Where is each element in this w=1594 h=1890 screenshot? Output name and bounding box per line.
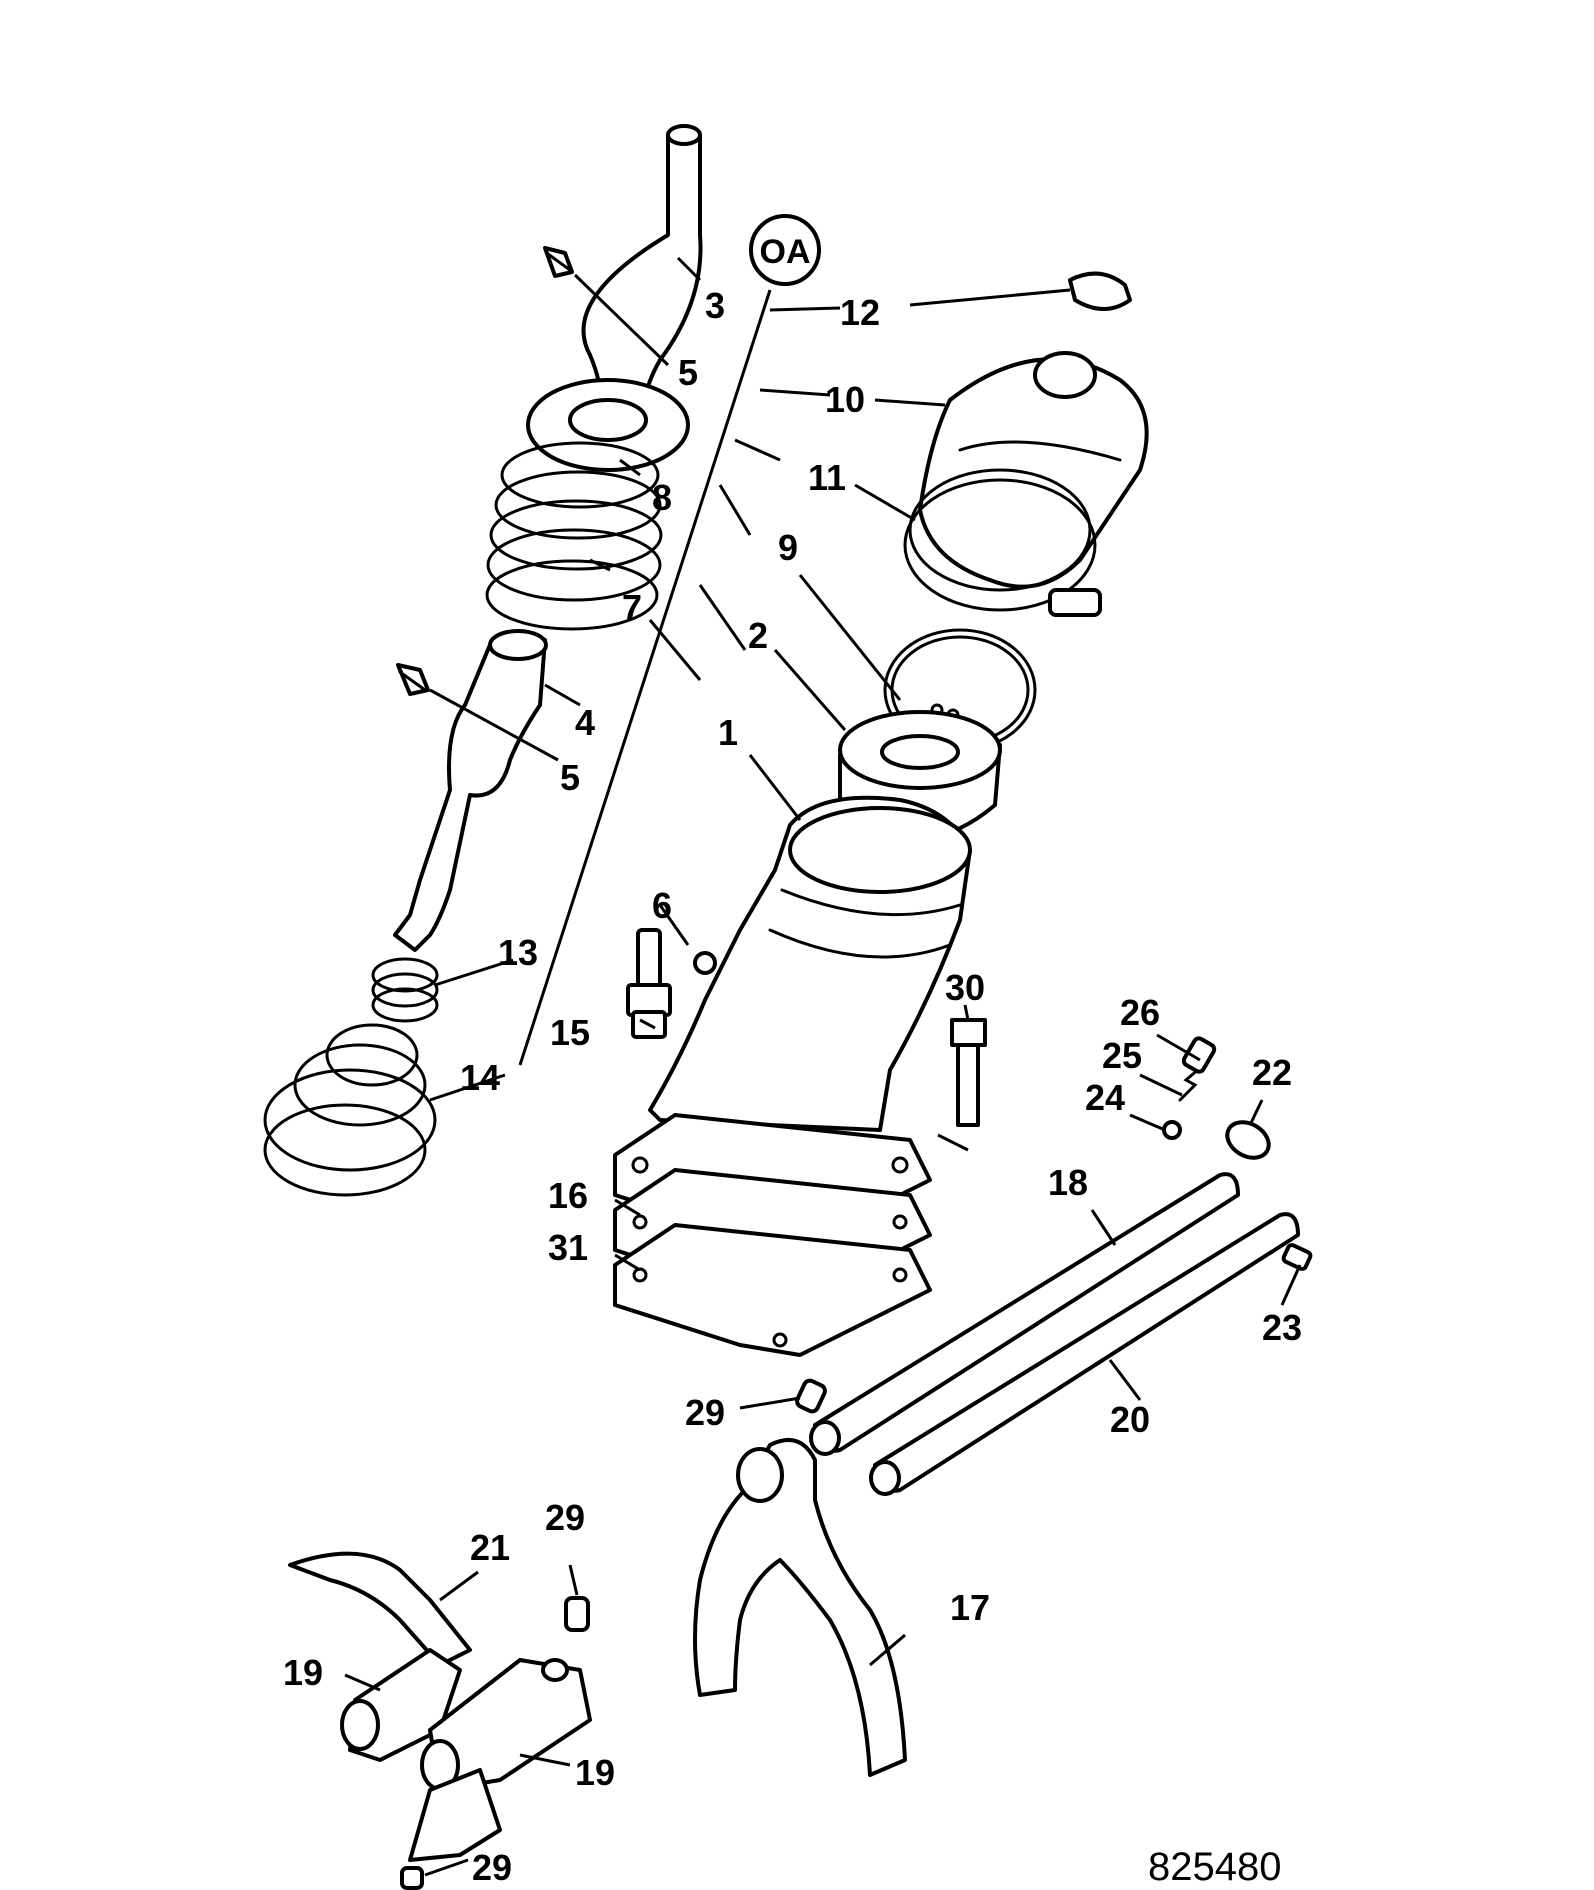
part-20-shaft: [869, 1212, 1300, 1496]
callout-29-middle: 29: [545, 1497, 585, 1538]
part-4-lower-lever: [393, 629, 548, 952]
part-31-gasket: [613, 1223, 932, 1357]
callout-14: 14: [460, 1057, 500, 1098]
part-2-bushing: [838, 710, 1002, 843]
callout-5-upper: 5: [678, 352, 698, 393]
part-19-block-right: [420, 1658, 592, 1792]
oa-badge: OA: [749, 214, 821, 286]
callout-11: 11: [808, 457, 846, 498]
callout-12: 12: [840, 292, 880, 333]
part-8-washer: [526, 378, 690, 472]
oa-badge-text: OA: [760, 233, 811, 271]
part-21-fork: [288, 1551, 472, 1667]
callout-30: 30: [945, 967, 985, 1008]
part-10-boot: [918, 351, 1149, 589]
callout-23: 23: [1262, 1307, 1302, 1348]
callout-17: 17: [950, 1587, 990, 1628]
part-29-screw-b: [564, 1596, 590, 1632]
part-6-ball: [693, 951, 717, 975]
callout-31: 31: [548, 1227, 588, 1268]
part-17-fork: [693, 1438, 907, 1777]
part-7-spring: [485, 441, 663, 631]
callout-26: 26: [1120, 992, 1160, 1033]
callout-6: 6: [652, 885, 672, 926]
callout-3: 3: [705, 285, 725, 326]
callout-15: 15: [550, 1012, 590, 1053]
callout-13: 13: [498, 932, 538, 973]
diagram-reference-number: 825480: [1148, 1845, 1281, 1889]
callout-9: 9: [778, 527, 798, 568]
part-12-clip: [1068, 271, 1132, 311]
part-14-large-spring: [263, 1023, 437, 1197]
part-19-tail: [408, 1768, 502, 1862]
callout-22: 22: [1252, 1052, 1292, 1093]
part-11-clamp: [903, 468, 1102, 617]
callout-18: 18: [1048, 1162, 1088, 1203]
part-23-plug: [1281, 1243, 1313, 1271]
part-24-ball: [1162, 1120, 1182, 1140]
callout-24: 24: [1085, 1077, 1125, 1118]
callout-10: 10: [825, 379, 865, 420]
part-13-small-spring: [371, 957, 439, 1023]
callout-16: 16: [548, 1175, 588, 1216]
callout-25: 25: [1102, 1035, 1142, 1076]
part-1-housing: [648, 795, 972, 1132]
part-22-interlock: [1225, 1120, 1271, 1160]
callout-labels: 3 5 12 10 8 11 9 7 2 4 1 5 6 13 30 26 15…: [283, 285, 1302, 1888]
callout-20: 20: [1110, 1399, 1150, 1440]
part-18-shaft: [809, 1172, 1240, 1456]
part-5-pin-lower: [396, 663, 430, 696]
callout-29-lower: 29: [472, 1847, 512, 1888]
callout-4: 4: [575, 702, 595, 743]
callout-1: 1: [718, 712, 738, 753]
part-29-screw-c: [400, 1866, 424, 1890]
callout-19-left: 19: [283, 1652, 323, 1693]
leader-lines: [344, 256, 1302, 1877]
part-15-switch: [626, 928, 672, 1039]
part-29-screw-a: [795, 1378, 827, 1414]
callout-2: 2: [748, 615, 768, 656]
part-30-bolt: [937, 1018, 987, 1152]
callout-5-lower: 5: [560, 757, 580, 798]
oa-main-leader: [518, 289, 772, 1066]
callout-8: 8: [652, 477, 672, 518]
callout-29-upper: 29: [685, 1392, 725, 1433]
part-26-plug: [1181, 1036, 1217, 1074]
part-5-pin-upper: [543, 246, 574, 278]
callout-19-right: 19: [575, 1752, 615, 1793]
callout-21: 21: [470, 1527, 510, 1568]
callout-7: 7: [622, 587, 642, 628]
